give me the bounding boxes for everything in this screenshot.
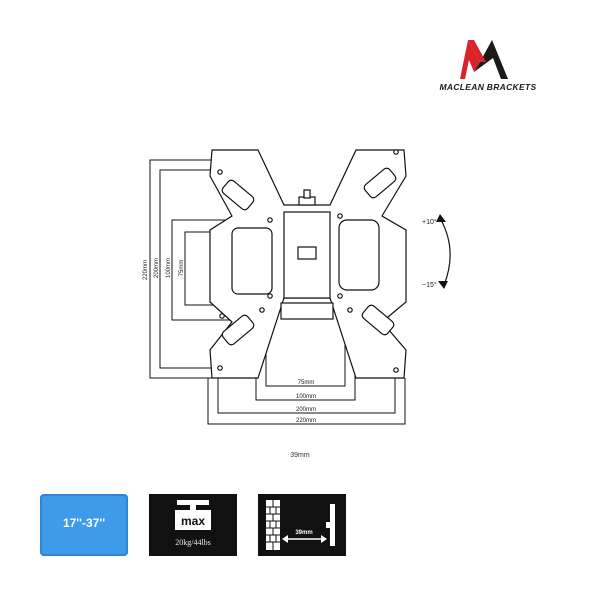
dim-line-220-vertical <box>149 159 212 379</box>
wall-distance-text: 39mm <box>295 530 312 536</box>
dim-label-vertical-75: 75mm <box>179 260 185 277</box>
brand-logo: MACLEAN BRACKETS <box>408 32 568 94</box>
screen-size-badge: 17''-37'' <box>40 494 128 556</box>
mount-diagram: 220mm 200mm 100mm 75mm 75mm 100mm 200mm … <box>143 149 451 425</box>
depth-label: 39mm <box>290 452 310 459</box>
tilt-down-label: −15° <box>422 281 437 289</box>
dim-label-horizontal-75: 75mm <box>298 380 315 386</box>
dim-line-200-vertical <box>159 169 212 369</box>
dim-line-100-vertical <box>171 219 270 321</box>
dim-label-vertical-220: 220mm <box>143 260 149 280</box>
wall-distance-badge: 39mm <box>258 494 346 556</box>
dim-label-horizontal-220: 220mm <box>296 418 316 424</box>
dim-line-220-horizontal <box>207 378 406 425</box>
dim-label-horizontal-100: 100mm <box>296 394 316 400</box>
wall-plate <box>209 149 407 379</box>
m-logo-icon <box>460 40 508 79</box>
screen-size-icon: 17''-37'' <box>40 494 128 556</box>
brand-name: MACLEAN BRACKETS <box>439 82 537 92</box>
dim-label-vertical-200: 200mm <box>154 258 160 278</box>
dim-line-200-horizontal <box>217 368 396 414</box>
wall-distance-icon: 39mm <box>266 500 335 550</box>
max-label: max <box>181 514 205 528</box>
screen-size-text: 17''-37'' <box>62 516 106 530</box>
dim-label-horizontal-200: 200mm <box>296 407 316 413</box>
tilt-up-label: +10° <box>422 218 437 226</box>
dim-label-vertical-100: 100mm <box>166 258 172 278</box>
tilt-arc-icon <box>439 217 451 286</box>
weight-icon: max <box>175 500 211 530</box>
max-load-text: 20kg/44lbs <box>175 538 211 547</box>
max-load-badge: max 20kg/44lbs <box>149 494 237 556</box>
tilt-arrow-down-icon <box>438 281 448 289</box>
tilt-arrow-up-icon <box>436 214 446 222</box>
